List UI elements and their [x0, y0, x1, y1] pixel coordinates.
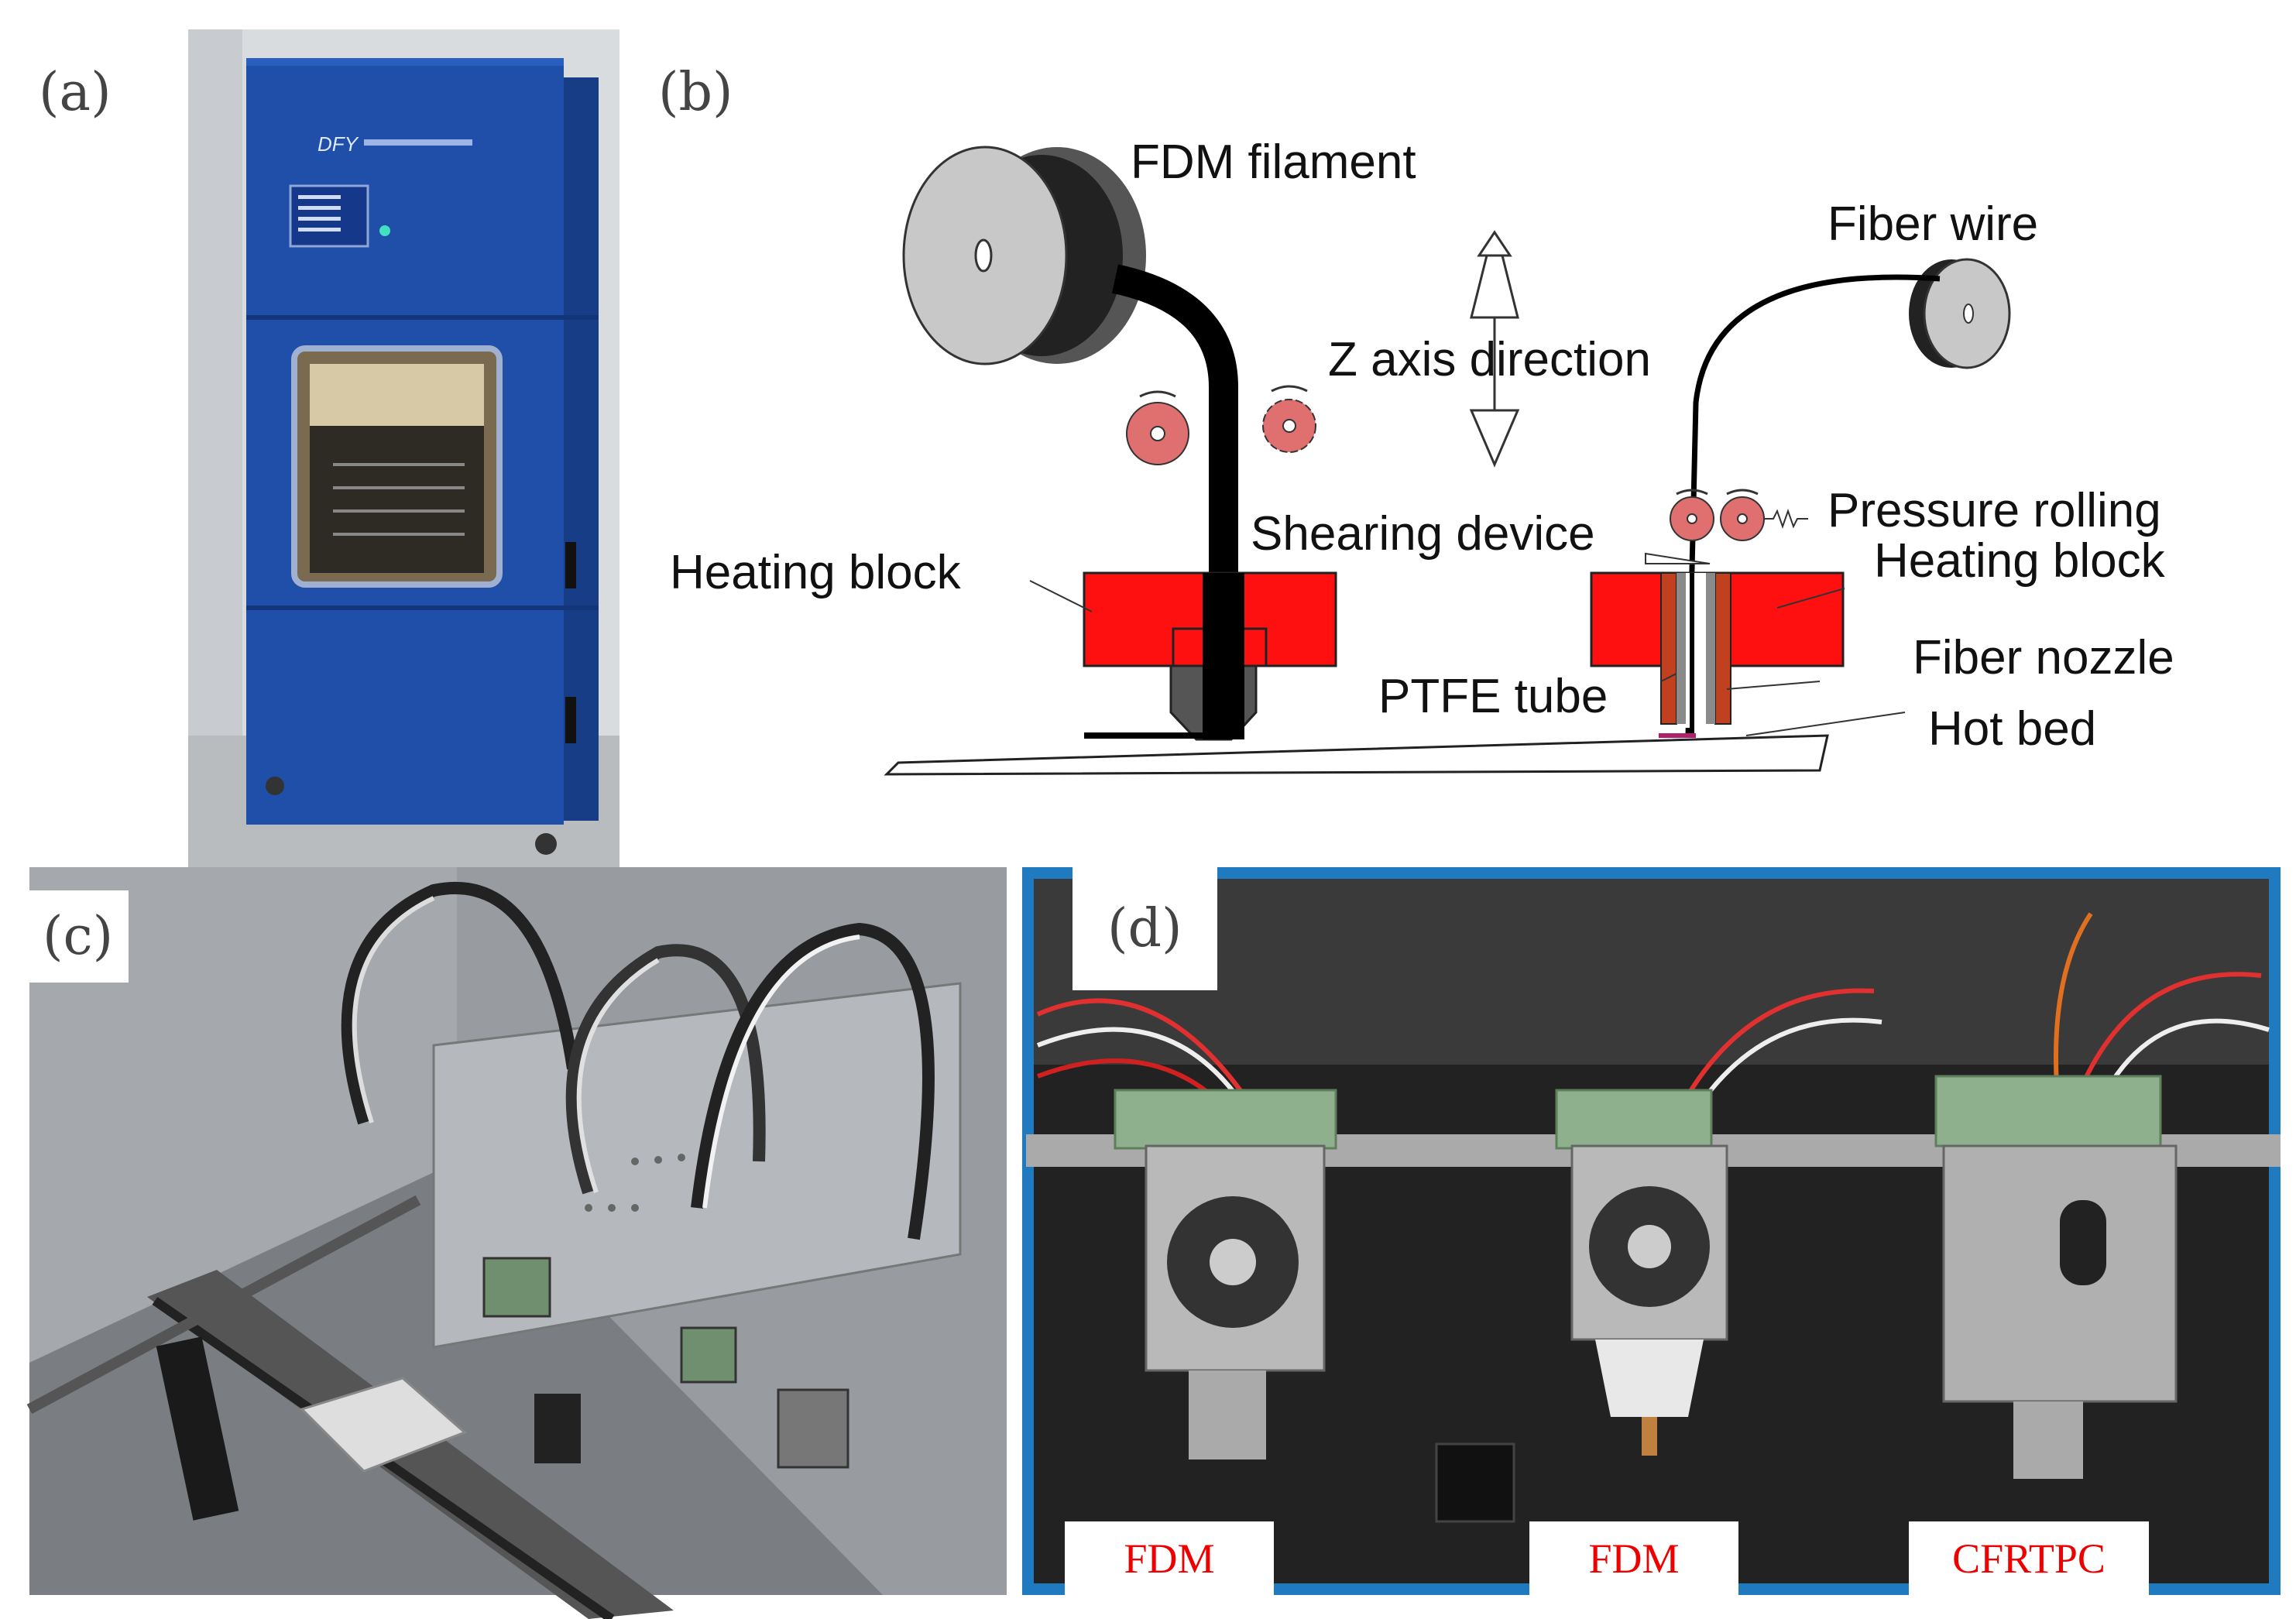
- label-pressure-rolling: Pressure rolling: [1828, 484, 2161, 537]
- printer-cabinet-illustration: DFY: [0, 0, 619, 867]
- panel-label-d: (d): [1072, 867, 1217, 990]
- print-head-icon: [482, 1257, 849, 1469]
- panel-label-c: (c): [27, 890, 129, 983]
- label-heating-block-right: Heating block: [1874, 534, 2166, 588]
- cfrtpc-head: [1942, 1144, 2178, 1479]
- printer-interior-illustration: [0, 867, 1007, 1619]
- label-fiber-nozzle: Fiber nozzle: [1913, 631, 2174, 684]
- shearing-device-icon: [1645, 552, 1711, 564]
- label-z-axis: Z axis direction: [1328, 333, 1651, 386]
- nozzle-label-fdm-1: FDM: [1065, 1521, 1274, 1596]
- fdm-filament-path: [1111, 264, 1238, 712]
- panel-label-b: (b): [647, 46, 745, 139]
- panel-c: (c): [0, 867, 1007, 1619]
- panel-b: FDM filament Fiber wire Z axis direction…: [619, 0, 2296, 867]
- fiber-wire-path: [1685, 274, 1941, 736]
- fiber-nozzle: [1660, 572, 1677, 725]
- hot-bed: [884, 734, 1829, 776]
- label-ptfe-tube: PTFE tube: [1378, 670, 1608, 723]
- fiber-spool-icon: [1909, 258, 2011, 369]
- control-panel: [289, 184, 369, 248]
- panel-a: DFY (a): [0, 0, 619, 867]
- fdm-spool-icon: [902, 146, 1146, 365]
- label-shearing-device: Shearing device: [1251, 507, 1595, 561]
- nozzle-label-fdm-2: FDM: [1529, 1521, 1738, 1596]
- label-fiber-wire: Fiber wire: [1828, 197, 2038, 251]
- fdm-head-2: [1570, 1144, 1728, 1456]
- nozzle-closeup-illustration: [1007, 867, 2296, 1619]
- print-carriage: [300, 1377, 467, 1473]
- label-hot-bed: Hot bed: [1928, 702, 2096, 756]
- dual-nozzle-schematic: FDM filament Fiber wire Z axis direction…: [619, 0, 2296, 867]
- fdm-head-1: [1145, 1144, 1326, 1460]
- pressure-roller-icon: [1670, 489, 1808, 541]
- label-fdm-filament: FDM filament: [1131, 135, 1416, 189]
- label-heating-block-left: Heating block: [670, 546, 962, 599]
- feed-roller-icon: [1126, 385, 1316, 465]
- nozzle-label-cfrtpc: CFRTPC: [1909, 1521, 2149, 1596]
- panel-label-a: (a): [23, 46, 127, 139]
- svg-text:DFY: DFY: [317, 132, 359, 156]
- panel-d: (d) FDM FDM CFRTPC: [1007, 867, 2296, 1619]
- z-axis-arrow-icon: [1469, 230, 1520, 468]
